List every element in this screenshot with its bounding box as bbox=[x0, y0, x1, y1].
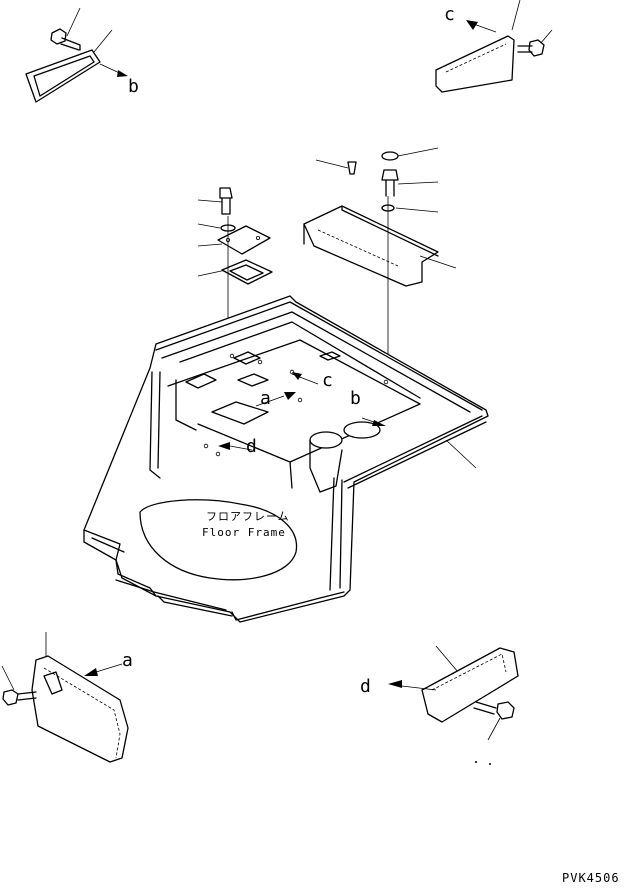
cover-b-assembly bbox=[25, 7, 128, 103]
drawing-code: PVK4506 bbox=[562, 871, 620, 885]
caption-japanese: フロアフレーム bbox=[206, 510, 290, 523]
caption-english: Floor Frame bbox=[202, 526, 286, 539]
long-cover-assembly bbox=[303, 147, 457, 380]
callout-d-frame: d bbox=[246, 436, 257, 457]
cover-d-assembly bbox=[388, 645, 519, 765]
callout-c-top: c bbox=[444, 4, 455, 25]
callout-a-bottom: a bbox=[122, 650, 133, 671]
cover-a-assembly bbox=[1, 632, 129, 763]
floor-frame bbox=[83, 295, 489, 623]
callout-d-bottom: d bbox=[360, 676, 371, 697]
cover-c-assembly bbox=[435, 0, 553, 93]
callout-a-frame: a bbox=[260, 388, 271, 409]
callout-c-frame: c bbox=[322, 370, 333, 391]
callout-b-top: b bbox=[128, 76, 139, 97]
plate-stack-assembly bbox=[197, 187, 273, 354]
callout-b-frame: b bbox=[350, 388, 361, 409]
